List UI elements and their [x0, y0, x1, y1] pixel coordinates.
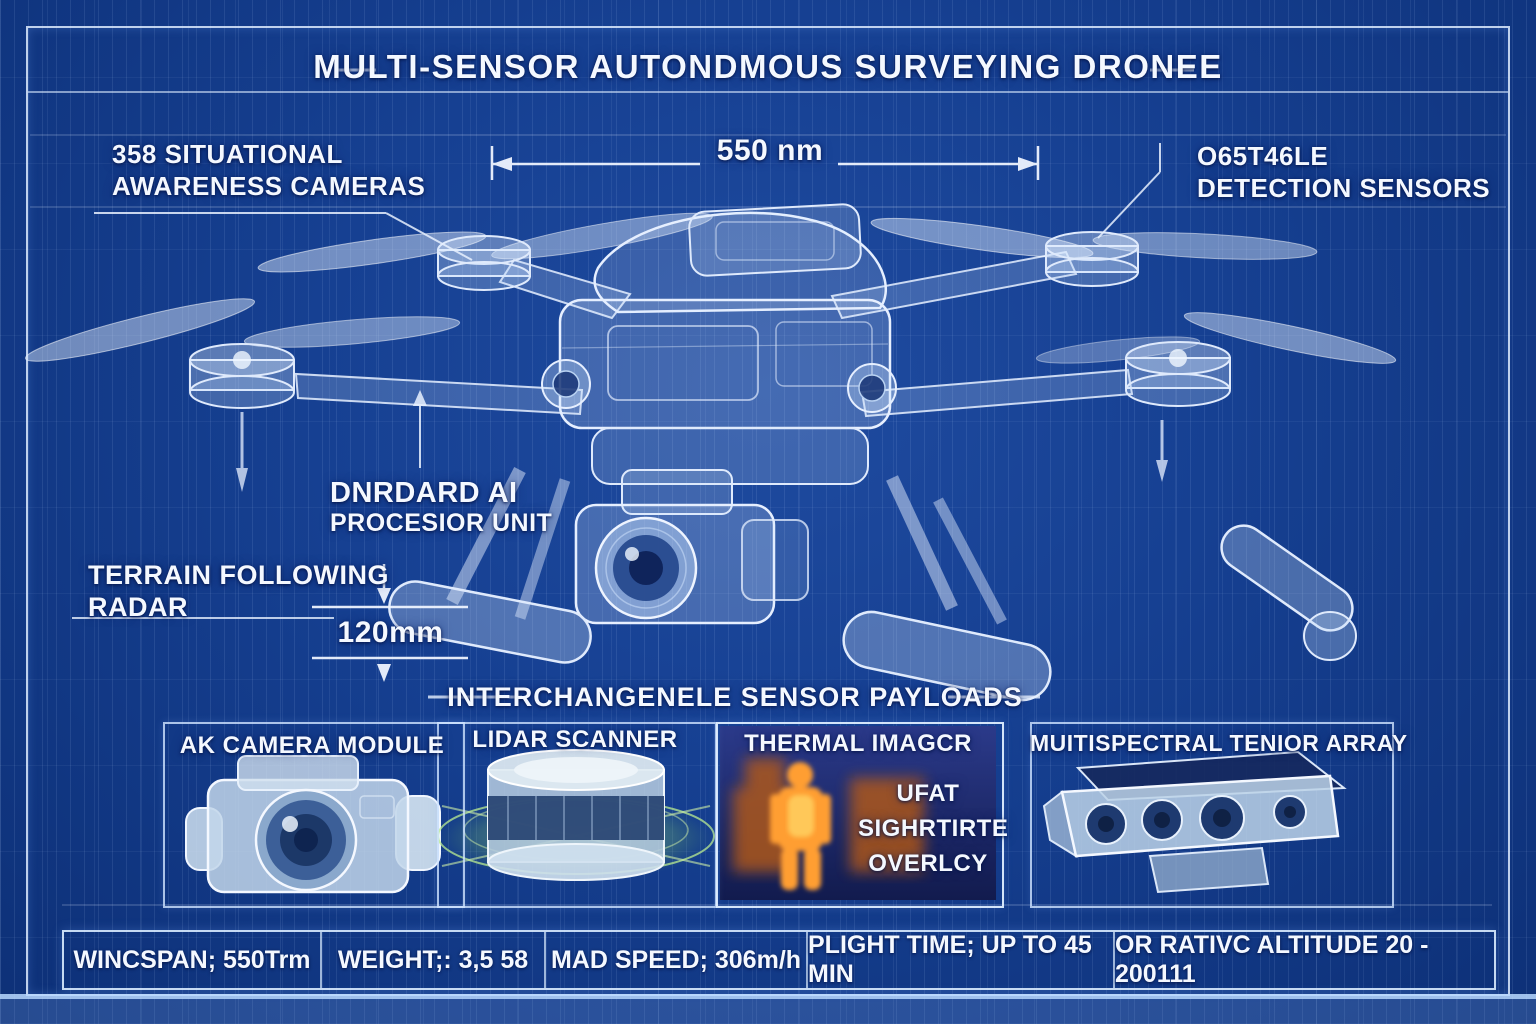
- spec-max-speed: MAD SPEED; 306m/h: [546, 932, 808, 988]
- ai-processor-leader: [413, 390, 427, 468]
- gimbal-camera: [574, 469, 809, 625]
- bottom-band: [0, 999, 1536, 1024]
- thermal-overlay-line3: OVERLCY: [868, 850, 988, 877]
- callout-obstacle-line2: DETECTION SENSORS: [1197, 173, 1491, 203]
- spec-flight-time: PLIGHT TIME; UP TO 45 MIN: [808, 931, 1115, 988]
- construction-lines: [30, 134, 1506, 906]
- callout-situational-line1: 358 SITUATIONAL: [112, 139, 343, 169]
- camera-callout-leader: [94, 212, 473, 261]
- height-dimension: [312, 564, 468, 682]
- multispectral-array-art: [1042, 750, 1347, 894]
- thermal-overlay-line1: UFAT: [896, 780, 960, 807]
- thermal-overlay-text: UFAT SIGHRTIRTE OVERLCY: [858, 776, 1009, 881]
- payload-label-thermal: THERMAL IMAGCR: [744, 730, 972, 757]
- callout-radar-line2: RADAR: [88, 592, 188, 622]
- payload-panel-camera: [163, 722, 465, 908]
- spec-weight: WEIGHT;: 3,5 58: [322, 932, 546, 988]
- payload-label-lidar: LIDAR SCANNER: [472, 726, 678, 753]
- lidar-scanner-art: [436, 749, 716, 881]
- callout-ai-line2: PROCESIOR UNIT: [330, 509, 553, 537]
- callout-situational-line2: AWARENESS CAMERAS: [112, 171, 426, 201]
- wingspan-dimension: [490, 146, 1040, 180]
- spec-wingspan: WINCSPAN; 550Trm: [64, 932, 322, 988]
- wingspan-dimension-label: 550 nm: [716, 134, 824, 167]
- payload-panel-thermal: [716, 722, 1004, 908]
- page-title: MULTI-SENSOR AUTONDMOUS SURVEYING DRONEE: [313, 48, 1223, 85]
- rotor-far-left: [24, 298, 461, 409]
- payload-label-camera: AK CAMERA MODULE: [179, 732, 445, 759]
- callout-obstacle-line1: O65T46LE: [1197, 141, 1329, 171]
- callout-ai-line1: DNRDARD AI: [330, 477, 518, 509]
- drone-illustration: [24, 203, 1397, 702]
- landing-gear: [388, 467, 1357, 702]
- bottom-highlight-strip: [0, 994, 1536, 999]
- obstacle-callout-leader: [1097, 143, 1161, 239]
- payload-label-multispectral: MUITISPECTRAL TENIOR ARRAY: [1030, 730, 1408, 756]
- camera-module-art: [185, 755, 441, 894]
- payload-panel-multispectral: [1030, 722, 1394, 908]
- rotor-left-top: [257, 212, 713, 291]
- antennas: [236, 412, 1168, 492]
- thermal-overlay-line2: SIGHRTIRTE: [858, 815, 1009, 842]
- spec-bar: WINCSPAN; 550Trm WEIGHT;: 3,5 58 MAD SPE…: [62, 930, 1496, 990]
- rotor-far-right: [1035, 312, 1397, 407]
- height-dimension-label: 120mm: [337, 616, 444, 649]
- spec-altitude: OR RATIVC ALTITUDE 20 - 200111: [1115, 931, 1429, 988]
- payload-section-header: INTERCHANGENELE SENSOR PAYLOADS: [447, 682, 1023, 712]
- thermal-imager-art: [720, 726, 996, 900]
- callout-radar-line1: TERRAIN FOLLOWING: [88, 560, 389, 590]
- rotor-right-top: [870, 217, 1318, 287]
